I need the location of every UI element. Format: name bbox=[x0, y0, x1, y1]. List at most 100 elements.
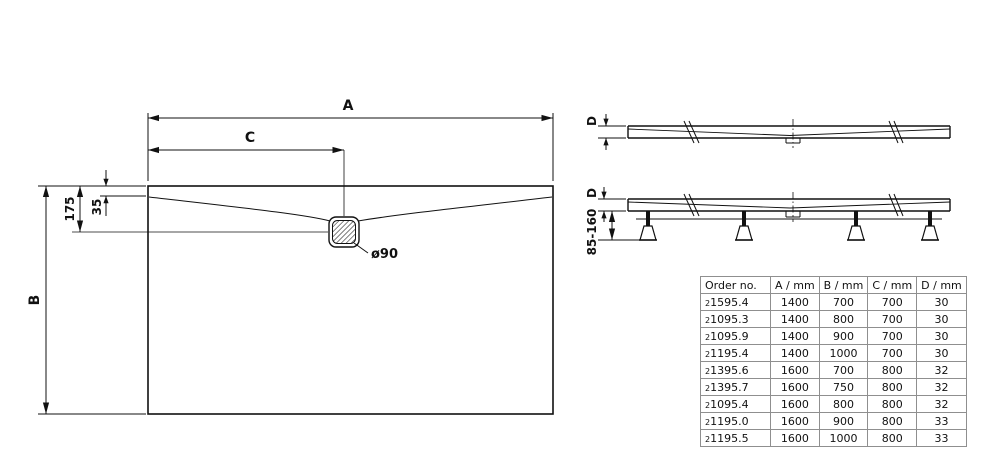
support-foot bbox=[847, 211, 865, 241]
break-mark bbox=[683, 193, 695, 217]
cell-order-no: 21095.3 bbox=[700, 310, 771, 328]
table-row: 21195.4 1400 1000 700 30 bbox=[700, 344, 967, 362]
order-number: 1395.7 bbox=[710, 380, 749, 394]
cell-c: 800 bbox=[867, 395, 918, 413]
slope-crease-right bbox=[357, 196, 553, 222]
cell-a: 1600 bbox=[770, 378, 820, 396]
order-prefix: 2 bbox=[705, 332, 711, 342]
break-mark bbox=[688, 193, 700, 217]
cell-c: 700 bbox=[867, 344, 918, 362]
support-foot bbox=[735, 211, 753, 241]
cell-b: 800 bbox=[818, 395, 869, 413]
side-view-with-feet bbox=[598, 187, 951, 241]
order-prefix: 2 bbox=[705, 315, 711, 325]
drain-leader-line bbox=[353, 242, 369, 254]
table-row: 21195.0 1600 900 800 33 bbox=[700, 412, 967, 430]
cell-c: 800 bbox=[867, 412, 918, 430]
table-header-row: Order no. A / mm B / mm C / mm D / mm bbox=[700, 276, 967, 294]
col-header-a: A / mm bbox=[770, 276, 820, 294]
cell-order-no: 21595.4 bbox=[700, 293, 771, 311]
spec-table: Order no. A / mm B / mm C / mm D / mm 21… bbox=[700, 276, 967, 447]
cell-b: 900 bbox=[818, 412, 869, 430]
order-number: 1195.0 bbox=[710, 414, 749, 428]
cell-c: 800 bbox=[867, 361, 918, 379]
cell-a: 1400 bbox=[770, 327, 820, 345]
break-mark bbox=[888, 193, 899, 217]
col-header-c: C / mm bbox=[867, 276, 918, 294]
cell-d: 30 bbox=[916, 310, 967, 328]
cell-a: 1600 bbox=[770, 361, 820, 379]
support-foot bbox=[639, 211, 657, 241]
cell-d: 30 bbox=[916, 344, 967, 362]
cell-c: 800 bbox=[867, 429, 918, 447]
cell-c: 800 bbox=[867, 378, 918, 396]
cell-order-no: 21395.6 bbox=[700, 361, 771, 379]
col-header-order-no: Order no. bbox=[700, 276, 771, 294]
cell-d: 30 bbox=[916, 293, 967, 311]
table-row: 21095.3 1400 800 700 30 bbox=[700, 310, 967, 328]
table-row: 21195.5 1600 1000 800 33 bbox=[700, 429, 967, 447]
break-mark bbox=[888, 120, 899, 144]
table-row: 21395.7 1600 750 800 32 bbox=[700, 378, 967, 396]
cell-b: 1000 bbox=[818, 429, 869, 447]
order-number: 1095.9 bbox=[710, 329, 749, 343]
cell-a: 1400 bbox=[770, 310, 820, 328]
dimension-lines-top-view bbox=[38, 113, 554, 415]
cell-b: 700 bbox=[818, 293, 869, 311]
cell-a: 1600 bbox=[770, 395, 820, 413]
slope-crease-left bbox=[148, 196, 331, 222]
cell-d: 32 bbox=[916, 395, 967, 413]
drain-diameter-label: ø90 bbox=[371, 247, 398, 262]
break-mark bbox=[683, 120, 695, 144]
cell-d: 30 bbox=[916, 327, 967, 345]
cell-order-no: 21195.0 bbox=[700, 412, 771, 430]
dim-c-label: C bbox=[245, 130, 255, 146]
dim-d-top-label: D bbox=[585, 116, 599, 126]
table-row: 21095.9 1400 900 700 30 bbox=[700, 327, 967, 345]
order-number: 1095.3 bbox=[710, 312, 749, 326]
order-prefix: 2 bbox=[705, 400, 711, 410]
tray-outline bbox=[147, 185, 554, 415]
order-number: 1595.4 bbox=[710, 295, 749, 309]
cell-c: 700 bbox=[867, 310, 918, 328]
break-mark bbox=[688, 120, 700, 144]
cell-order-no: 21095.9 bbox=[700, 327, 771, 345]
order-number: 1395.6 bbox=[710, 363, 749, 377]
col-header-b: B / mm bbox=[818, 276, 869, 294]
dim-35-label: 35 bbox=[90, 199, 104, 216]
cell-order-no: 21095.4 bbox=[700, 395, 771, 413]
cell-b: 700 bbox=[818, 361, 869, 379]
cell-b: 900 bbox=[818, 327, 869, 345]
order-number: 1195.4 bbox=[710, 346, 749, 360]
break-mark bbox=[893, 120, 904, 144]
dim-175-label: 175 bbox=[63, 196, 77, 221]
cell-b: 1000 bbox=[818, 344, 869, 362]
dim-a-label: A bbox=[343, 98, 354, 114]
cell-order-no: 21195.4 bbox=[700, 344, 771, 362]
order-number: 1095.4 bbox=[710, 397, 749, 411]
cell-b: 800 bbox=[818, 310, 869, 328]
cell-a: 1600 bbox=[770, 412, 820, 430]
cell-a: 1400 bbox=[770, 293, 820, 311]
order-prefix: 2 bbox=[705, 383, 711, 393]
side-view-profile bbox=[598, 114, 951, 150]
dim-d-mid-label: D bbox=[585, 188, 599, 198]
table-row: 21595.4 1400 700 700 30 bbox=[700, 293, 967, 311]
cell-b: 750 bbox=[818, 378, 869, 396]
order-prefix: 2 bbox=[705, 434, 711, 444]
dim-foot-height-label: 85-160 bbox=[585, 209, 599, 256]
drain-icon bbox=[328, 216, 360, 248]
order-prefix: 2 bbox=[705, 417, 711, 427]
order-prefix: 2 bbox=[705, 366, 711, 376]
order-number: 1195.5 bbox=[710, 431, 749, 445]
order-prefix: 2 bbox=[705, 298, 711, 308]
cell-a: 1400 bbox=[770, 344, 820, 362]
cell-d: 33 bbox=[916, 429, 967, 447]
cell-order-no: 21195.5 bbox=[700, 429, 771, 447]
top-view bbox=[72, 150, 554, 415]
cell-d: 32 bbox=[916, 378, 967, 396]
cell-d: 32 bbox=[916, 361, 967, 379]
cell-c: 700 bbox=[867, 327, 918, 345]
